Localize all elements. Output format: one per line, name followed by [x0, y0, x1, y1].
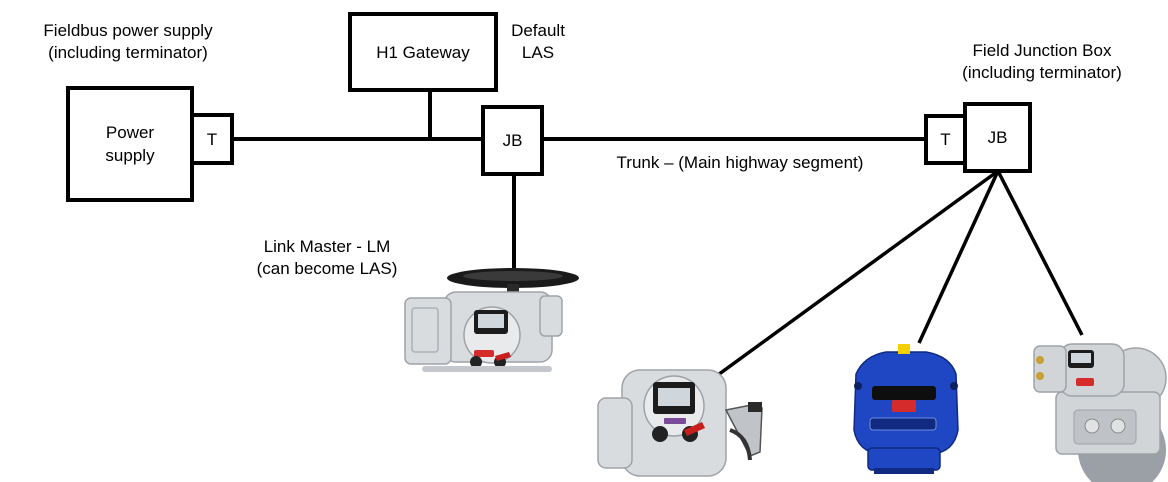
h1-gateway-box: [348, 12, 498, 92]
field-junction-box-label: Field Junction Box (including terminator…: [962, 41, 1122, 82]
power-supply-text: Power supply: [105, 123, 155, 165]
actuator-grey-right-image: [1033, 343, 1167, 482]
link-master-label: Link Master - LM (can become LAS): [256, 237, 398, 278]
junction-box-center-text: JB: [502, 131, 523, 150]
link-master-actuator-image: [404, 268, 579, 372]
junction-box-right: [963, 102, 1032, 173]
h1-gateway-text: H1 Gateway: [376, 42, 470, 62]
terminator-right-text: T: [940, 130, 951, 149]
default-las-label: Default LAS: [511, 21, 565, 62]
trunk-label: Trunk – (Main highway segment): [616, 153, 864, 172]
terminator-left-box: [190, 113, 234, 165]
terminator-left-text: T: [206, 129, 218, 149]
junction-box-right-text: JB: [987, 128, 1008, 147]
junction-box-center: [481, 105, 544, 176]
actuator-blue-image: [853, 344, 959, 474]
terminator-right-box: [924, 114, 967, 165]
spur-to-actuator-blue: [917, 170, 1000, 344]
spur-to-actuator-left: [698, 169, 1000, 390]
actuator-grey-left-image: [597, 369, 763, 477]
spur-to-actuator-right: [996, 170, 1084, 336]
fieldbus-power-supply-label: Fieldbus power supply (including termina…: [43, 21, 213, 62]
power-supply-box: [66, 86, 194, 202]
